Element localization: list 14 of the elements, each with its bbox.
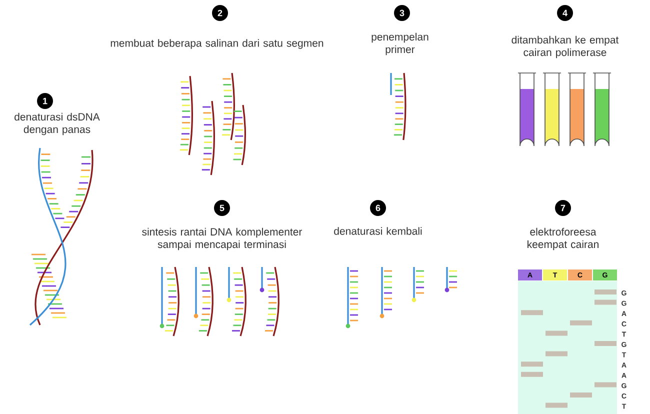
step-number: 3 — [394, 5, 410, 21]
step-caption: denaturasi kembali — [334, 227, 422, 235]
step-caption: penempelan primer — [372, 32, 428, 56]
step-number: 2 — [212, 5, 228, 21]
step-number: 7 — [555, 200, 571, 216]
step-number: 5 — [214, 200, 230, 216]
step-caption: ditambahkan ke empat cairan polimerase — [512, 36, 619, 58]
step-caption: membuat beberapa salinan dari satu segmen — [110, 39, 324, 49]
step-caption: elektroforeesa keempat cairan — [528, 228, 598, 250]
step-number: 4 — [557, 5, 573, 21]
step-number: 1 — [37, 93, 53, 109]
step-number: 6 — [370, 200, 386, 216]
step-caption: denaturasi dsDNA dengan panas — [14, 112, 100, 136]
step-caption: sintesis rantai DNA komplementer sampai mencapai terminasi — [142, 228, 302, 250]
